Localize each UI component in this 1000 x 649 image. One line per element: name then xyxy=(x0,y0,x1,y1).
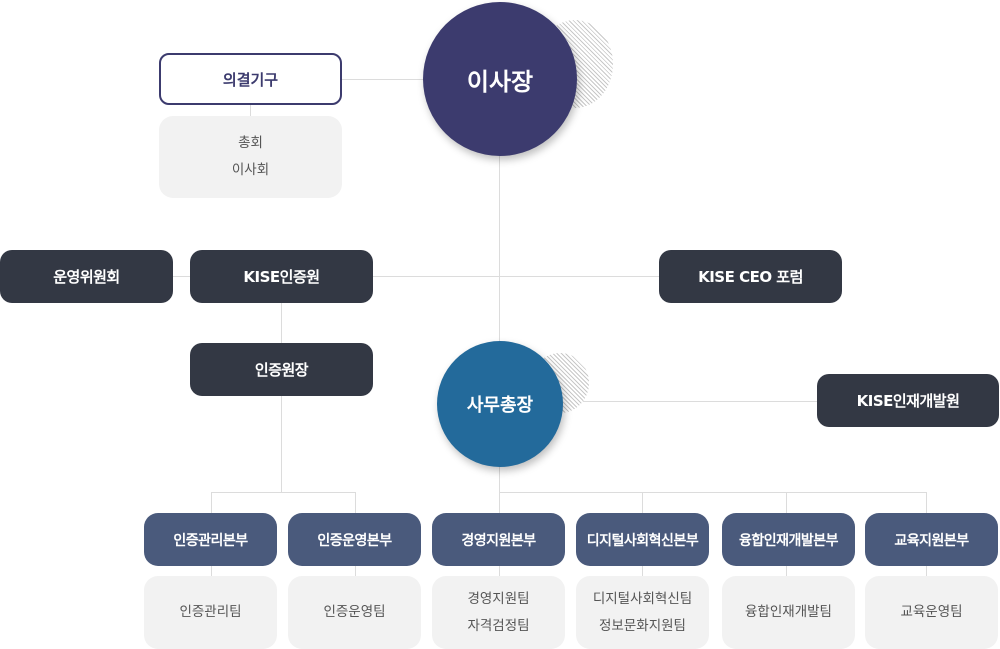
team-label: 디지털사회혁신팀 xyxy=(592,590,693,607)
connector-line xyxy=(281,302,282,344)
connector-line xyxy=(211,492,356,493)
division-label: 인증운영본부 xyxy=(317,532,392,549)
connector-line xyxy=(786,492,787,514)
team-box: 인증관리팀 xyxy=(144,576,277,649)
team-box: 디지털사회혁신팀 정보문화지원팀 xyxy=(576,576,709,649)
decision-body-label: 의결기구 xyxy=(222,70,279,89)
team-box: 경영지원팀 자격검정팀 xyxy=(432,576,565,649)
division-label: 융합인재개발본부 xyxy=(738,532,839,549)
connector-line xyxy=(642,492,643,514)
connector-line xyxy=(642,565,643,577)
chairman-label: 이사장 xyxy=(466,67,534,96)
cert-director-node[interactable]: 인증원장 xyxy=(190,343,373,396)
team-label: 융합인재개발팀 xyxy=(745,604,832,620)
connector-line xyxy=(560,401,820,402)
team-box: 융합인재개발팀 xyxy=(722,576,855,649)
ceo-forum-node[interactable]: KISE CEO 포럼 xyxy=(659,250,842,303)
secretary-general-node[interactable]: 사무총장 xyxy=(437,341,563,467)
connector-line xyxy=(250,104,251,118)
kise-cert-label: KISE인증원 xyxy=(243,268,320,286)
connector-line xyxy=(499,460,500,514)
connector-line xyxy=(926,492,927,514)
team-label: 자격검정팀 xyxy=(467,617,530,634)
connector-line xyxy=(499,565,500,577)
connector-line xyxy=(499,492,927,493)
decision-members-box: 총회 이사회 xyxy=(159,116,342,198)
team-box: 교육운영팀 xyxy=(865,576,998,649)
member-general-assembly: 총회 xyxy=(238,135,263,151)
decision-body-node[interactable]: 의결기구 xyxy=(159,53,342,105)
connector-line xyxy=(211,565,212,577)
connector-line xyxy=(926,565,927,577)
operating-committee-node[interactable]: 운영위원회 xyxy=(0,250,173,303)
division-node[interactable]: 교육지원본부 xyxy=(865,513,998,566)
connector-line xyxy=(340,79,430,80)
team-label: 인증관리팀 xyxy=(179,604,242,620)
connector-line xyxy=(281,395,282,492)
ceo-forum-label: KISE CEO 포럼 xyxy=(698,268,803,286)
talent-institute-label: KISE인재개발원 xyxy=(856,392,960,410)
connector-line xyxy=(355,565,356,577)
team-label: 경영지원팀 xyxy=(467,590,530,607)
division-label: 디지털사회혁신본부 xyxy=(586,532,699,549)
operating-committee-label: 운영위원회 xyxy=(53,268,120,286)
division-label: 경영지원본부 xyxy=(461,532,536,549)
division-node[interactable]: 융합인재개발본부 xyxy=(722,513,855,566)
team-label: 인증운영팀 xyxy=(323,604,386,620)
cert-director-label: 인증원장 xyxy=(254,361,309,379)
chairman-node[interactable]: 이사장 xyxy=(423,2,577,156)
connector-line xyxy=(499,150,500,345)
kise-cert-node[interactable]: KISE인증원 xyxy=(190,250,373,303)
connector-line xyxy=(786,565,787,577)
division-node[interactable]: 경영지원본부 xyxy=(432,513,565,566)
talent-institute-node[interactable]: KISE인재개발원 xyxy=(817,374,999,427)
division-node[interactable]: 인증관리본부 xyxy=(144,513,277,566)
connector-line xyxy=(211,492,212,514)
team-box: 인증운영팀 xyxy=(288,576,421,649)
division-node[interactable]: 디지털사회혁신본부 xyxy=(576,513,709,566)
connector-line xyxy=(172,276,662,277)
division-node[interactable]: 인증운영본부 xyxy=(288,513,421,566)
team-label: 교육운영팀 xyxy=(900,604,963,620)
connector-line xyxy=(355,492,356,514)
member-board-of-directors: 이사회 xyxy=(231,162,270,178)
division-label: 인증관리본부 xyxy=(173,532,248,549)
division-label: 교육지원본부 xyxy=(894,532,969,549)
secretary-general-label: 사무총장 xyxy=(466,395,534,416)
team-label: 정보문화지원팀 xyxy=(599,617,686,634)
